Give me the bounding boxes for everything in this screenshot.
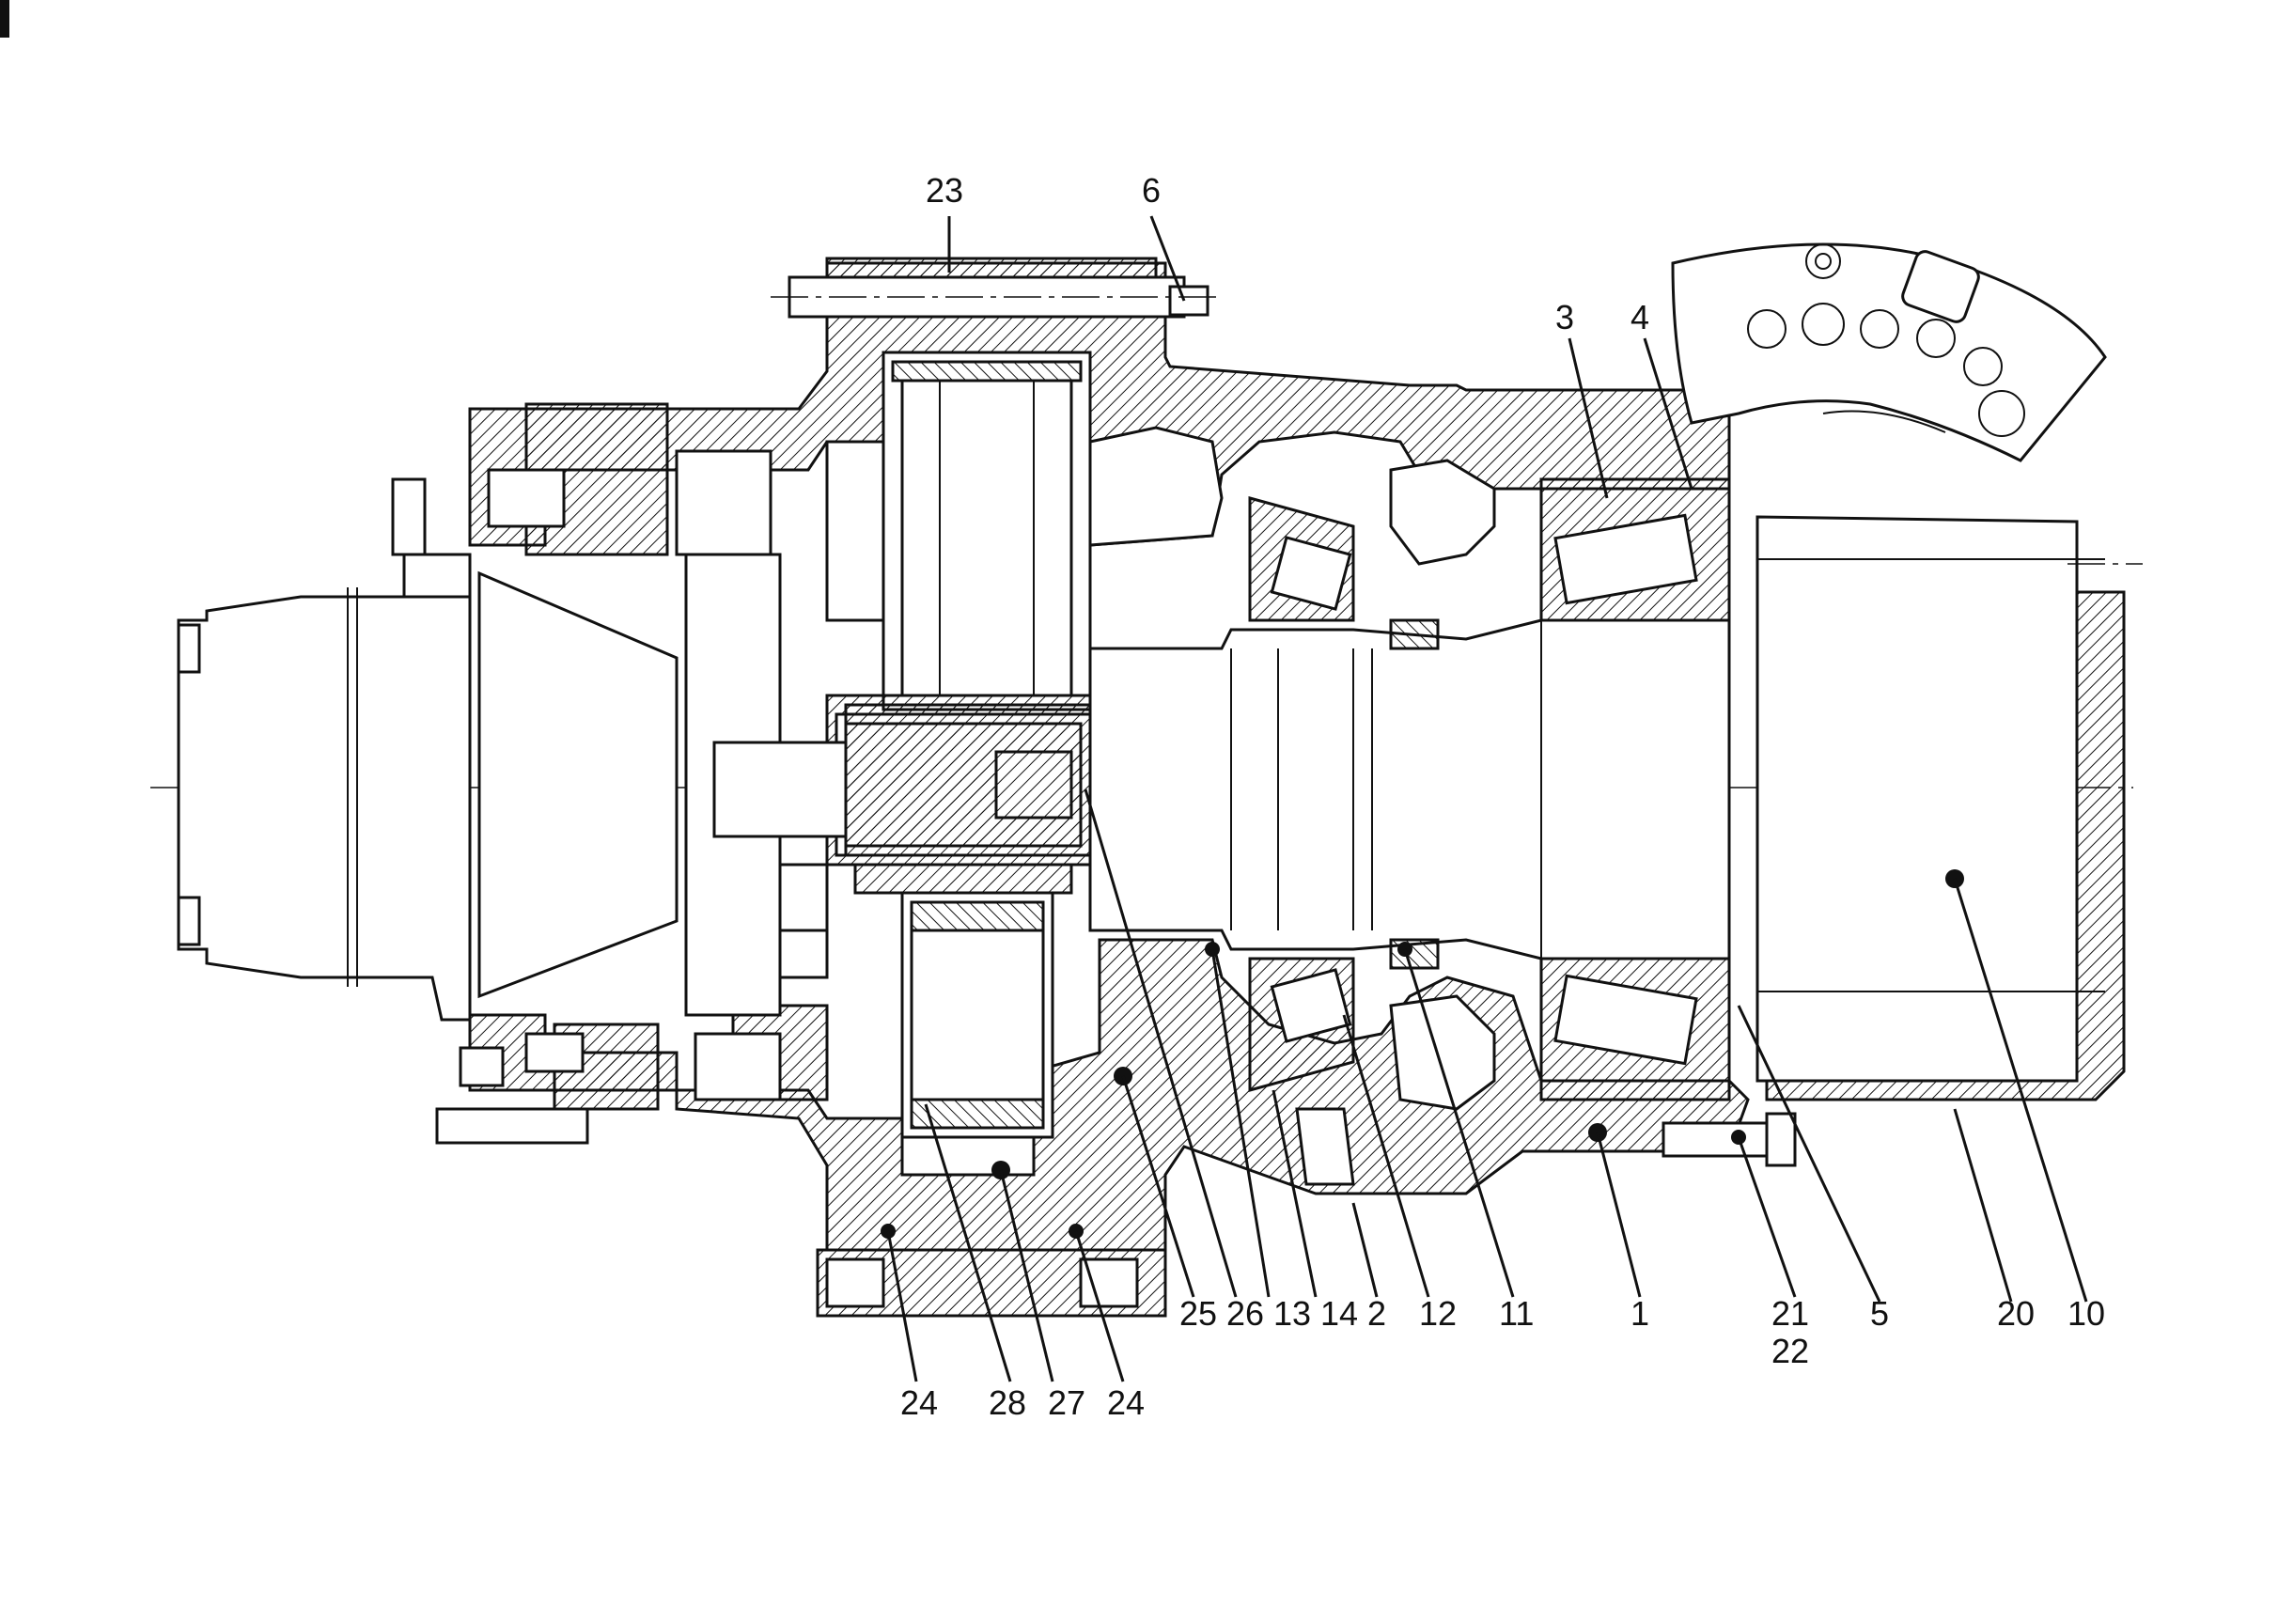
seal-11-lower <box>1389 938 1440 970</box>
callout-28: 28 <box>989 1383 1026 1422</box>
seal-11-upper <box>1389 618 1440 650</box>
callout-5: 5 <box>1870 1294 1889 1333</box>
bolt-left <box>435 1107 589 1145</box>
callout-4: 4 <box>1630 298 1649 336</box>
main-bearing-upper <box>1539 477 1731 622</box>
callout-11: 11 <box>1499 1294 1534 1333</box>
callout-23: 23 <box>926 171 963 210</box>
callout-26: 26 <box>1226 1294 1264 1333</box>
bolt-left-2 <box>459 1046 505 1087</box>
lower-cavity-2 <box>1389 994 1496 1111</box>
bolt-21-head <box>1765 1112 1797 1167</box>
clutch-disc-pack <box>487 402 782 1111</box>
callout-14: 14 <box>1320 1294 1358 1333</box>
taper-bearing-upper-left <box>1248 496 1355 622</box>
callout-20: 20 <box>1997 1294 2035 1333</box>
callout-6: 6 <box>1142 171 1161 210</box>
corner-mark <box>0 0 9 38</box>
callout-13: 13 <box>1273 1294 1311 1333</box>
callout-24-right: 24 <box>1107 1383 1145 1422</box>
callout-27: 27 <box>1048 1383 1085 1422</box>
bottom-flange-slot <box>825 1257 885 1308</box>
leader-lines <box>881 215 2088 1382</box>
sun-gear <box>712 741 848 838</box>
carrier-shaft <box>844 703 1092 857</box>
callout-1: 1 <box>1630 1294 1649 1333</box>
callout-22: 22 <box>1771 1332 1809 1370</box>
bolt-6-head <box>1168 285 1209 317</box>
output-shaft <box>1088 618 1731 960</box>
upper-pocket-3 <box>1088 426 1224 547</box>
main-bearing-lower <box>1539 957 1731 1101</box>
upper-cavity-right <box>1389 459 1496 566</box>
motor-flange <box>177 477 472 1022</box>
drum-hub-10 <box>1755 515 2079 1083</box>
callout-24-left: 24 <box>900 1383 938 1422</box>
callout-labels: 23 6 3 4 25 26 13 14 2 12 11 1 21 22 5 2… <box>900 171 2105 1422</box>
callout-25: 25 <box>1179 1294 1217 1333</box>
taper-bearing-lower-left <box>1248 957 1355 1092</box>
inset-detail-view <box>1671 242 2107 462</box>
callout-12: 12 <box>1419 1294 1457 1333</box>
callout-3: 3 <box>1555 298 1574 336</box>
drum-cover-20 <box>1765 590 2126 1101</box>
callout-2: 2 <box>1367 1294 1386 1333</box>
input-cone <box>477 570 679 999</box>
callout-21: 21 <box>1771 1294 1809 1333</box>
lower-cavity-3 <box>1295 1107 1355 1186</box>
bottom-flange-slot-2 <box>1079 1257 1139 1308</box>
callout-10: 10 <box>2067 1294 2105 1333</box>
housing-bottom-flange <box>816 1248 1167 1318</box>
bolt-21 <box>1662 1121 1769 1158</box>
